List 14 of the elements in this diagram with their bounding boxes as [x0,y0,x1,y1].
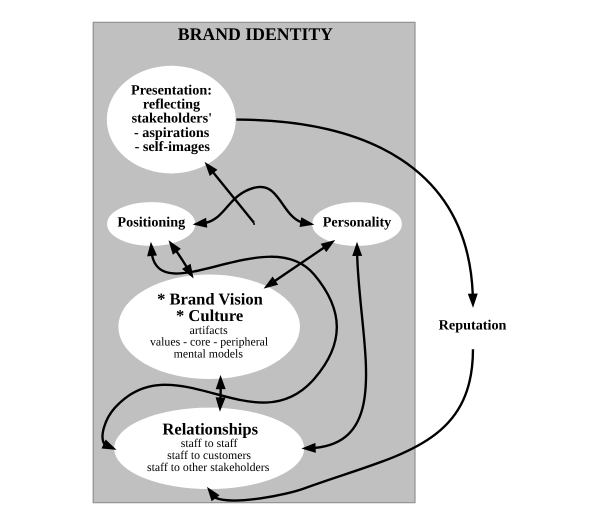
arrow [215,374,226,412]
arrow [300,242,367,453]
arrow [236,118,478,308]
arrow [263,240,335,289]
node-ellipse: Relationships staff to staff staff to customers staff to other stakeholders [114,408,304,490]
node-ellipse: Positioning [106,202,195,246]
arrow [204,162,254,224]
arrow [192,186,314,228]
arrow [101,242,338,450]
node-ellipse: Presentation: reflecting stakeholders' - aspirations - self-images [106,66,236,174]
node-text: Reputation [438,317,506,334]
arrow [206,349,474,502]
arrow [168,240,194,279]
node-ellipse: Personality [312,202,402,246]
